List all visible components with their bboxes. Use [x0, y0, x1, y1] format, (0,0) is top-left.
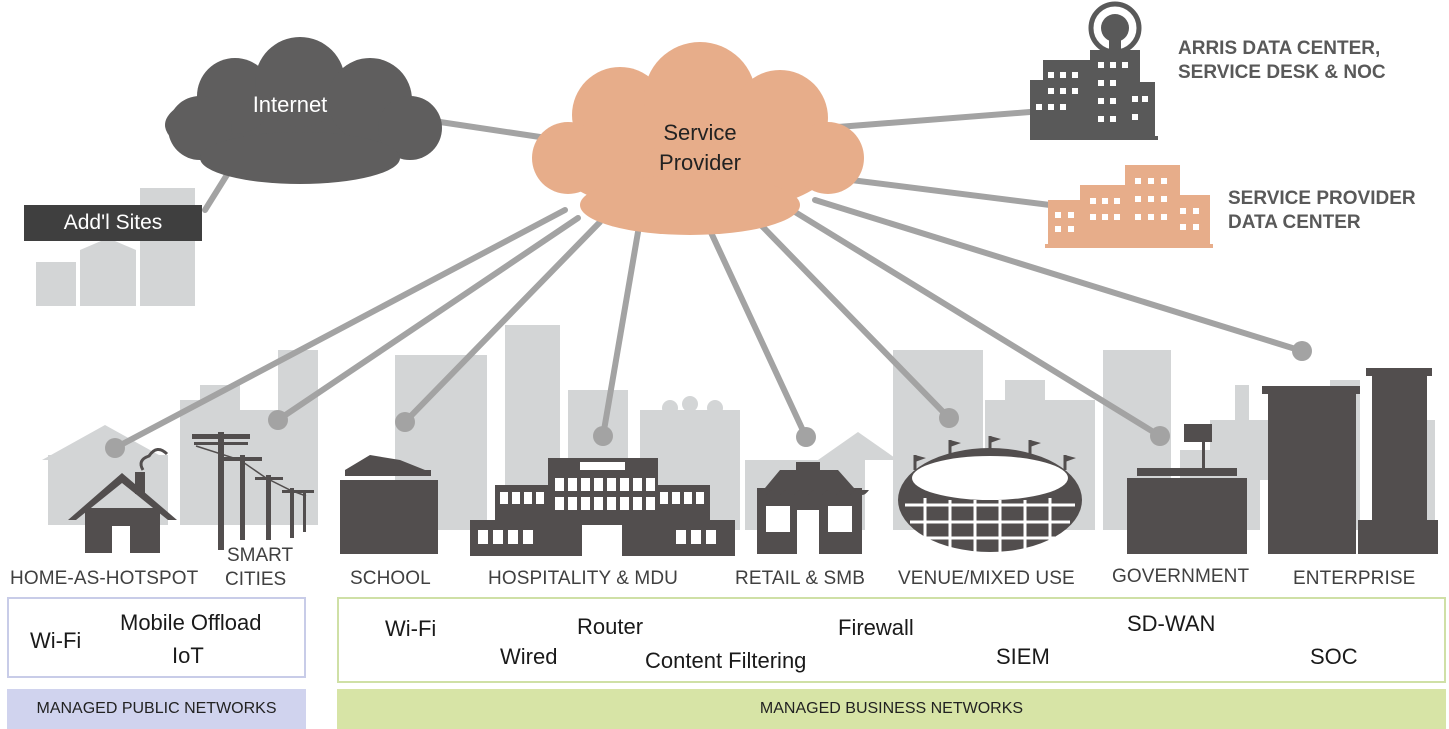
building-with-headset-icon — [1030, 1, 1158, 140]
service-provider-cloud-label: Service Provider — [659, 120, 741, 175]
government-building-icon — [1127, 424, 1247, 554]
utility-poles-icon — [192, 432, 314, 550]
connector-endpoints — [105, 341, 1312, 458]
category-smart-cities-line2: CITIES — [225, 569, 287, 590]
sp-building-windows — [1055, 178, 1199, 232]
business-service-sd-wan: SD-WAN — [1127, 611, 1216, 636]
stadium-icon — [898, 436, 1082, 553]
office-towers-icon — [1262, 368, 1438, 554]
category-home-as-hotspot: HOME-AS-HOTSPOT — [10, 568, 199, 589]
connector-government — [792, 209, 1163, 439]
internet-cloud-icon — [165, 37, 442, 184]
connector-internet-addl-sites — [202, 167, 233, 213]
connector-smart-cities — [275, 215, 581, 423]
connector-sp-arris — [822, 109, 1033, 131]
business-service-wifi: Wi-Fi — [385, 616, 437, 641]
business-service-wired: Wired — [500, 644, 558, 669]
category-smart-cities: SMART CITIES — [225, 544, 294, 592]
connector-sp-spdc — [832, 175, 1053, 208]
category-school: SCHOOL — [350, 568, 431, 589]
connector-enterprise — [812, 197, 1305, 354]
business-services-box — [337, 597, 1446, 683]
category-government: GOVERNMENT — [1112, 566, 1250, 587]
internet-cloud-label: Internet — [252, 92, 328, 117]
connector-hospitality — [600, 229, 641, 439]
managed-business-networks-band: MANAGED BUSINESS NETWORKS — [337, 689, 1446, 729]
business-service-content-filtering: Content Filtering — [645, 648, 807, 673]
house-door — [112, 526, 130, 553]
connector-school — [402, 219, 603, 425]
managed-business-networks-label: MANAGED BUSINESS NETWORKS — [759, 700, 1024, 717]
connector-retail — [705, 223, 809, 440]
building-icon — [1045, 165, 1213, 248]
business-service-siem: SIEM — [996, 644, 1050, 669]
school-icon — [340, 455, 438, 554]
managed-public-networks-band: MANAGED PUBLIC NETWORKS — [7, 689, 306, 729]
arris-data-center-label: ARRIS DATA CENTER, SERVICE DESK & NOC — [1178, 38, 1386, 83]
category-venue: VENUE/MIXED USE — [898, 568, 1075, 589]
business-service-router: Router — [577, 614, 644, 639]
business-service-soc: SOC — [1310, 644, 1358, 669]
sp-data-center-label: SERVICE PROVIDER DATA CENTER — [1228, 188, 1416, 233]
public-service-iot: IoT — [172, 643, 204, 668]
public-service-mobile-offload: Mobile Offload — [120, 610, 262, 635]
connector-home — [112, 207, 568, 451]
business-service-firewall: Firewall — [838, 615, 914, 640]
category-hospitality: HOSPITALITY & MDU — [488, 568, 678, 589]
category-enterprise: ENTERPRISE — [1293, 568, 1416, 589]
category-retail: RETAIL & SMB — [735, 568, 866, 589]
arris-building-windows — [1036, 62, 1148, 122]
public-service-wifi: Wi-Fi — [30, 628, 82, 653]
storefront-icon — [757, 462, 869, 554]
public-services-box — [7, 597, 306, 678]
managed-public-networks-label: MANAGED PUBLIC NETWORKS — [36, 700, 277, 717]
connector-venue — [755, 219, 952, 421]
service-provider-cloud-icon — [532, 42, 864, 235]
hotel-icon — [470, 458, 735, 556]
addl-sites-label: Add'l Sites — [24, 205, 202, 241]
category-smart-cities-line1: SMART — [227, 545, 294, 566]
